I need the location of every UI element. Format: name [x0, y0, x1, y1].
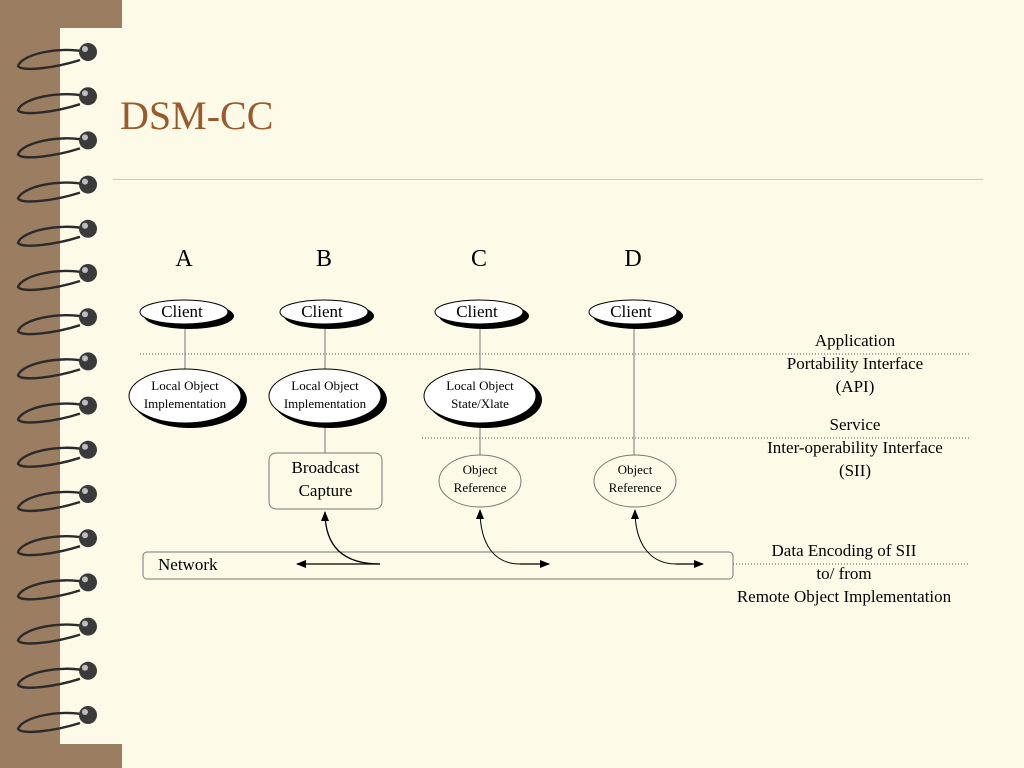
object-reference-c-node — [438, 454, 522, 508]
column-letter-c: C — [470, 246, 487, 272]
client-a-node — [139, 299, 234, 329]
title-divider — [113, 179, 983, 180]
binding-ring — [16, 352, 97, 380]
spiral-rings — [16, 43, 97, 734]
object-reference-d-node — [593, 454, 677, 508]
binding-ring — [16, 131, 97, 159]
client-a-label: Client — [161, 302, 203, 321]
binding-ring — [16, 485, 97, 513]
column-letter-d: D — [624, 246, 642, 272]
binding-ring — [16, 573, 97, 601]
binding-ring — [16, 396, 97, 424]
local-object-b-node — [268, 368, 387, 428]
binding-ring — [16, 264, 97, 292]
binding-ring — [16, 219, 97, 247]
reference-c-arrow-up — [476, 509, 521, 565]
client-c-node — [434, 299, 529, 329]
broadcast-capture-box — [268, 452, 383, 510]
local-object-a-node — [128, 368, 247, 428]
network-label: Network — [158, 555, 218, 574]
client-d-node — [588, 299, 683, 329]
client-d-label: Client — [610, 302, 652, 321]
binding-ring — [16, 661, 97, 689]
local-object-c-node — [423, 368, 542, 428]
binding-ring — [16, 706, 97, 734]
reference-d-arrow-up — [631, 509, 677, 565]
binding-ring — [16, 617, 97, 645]
binding-ring — [16, 43, 97, 71]
client-c-label: Client — [456, 302, 498, 321]
binding-ring — [16, 440, 97, 468]
binding-ring — [16, 87, 97, 115]
column-letter-b: B — [315, 246, 332, 272]
binding-ring — [16, 175, 97, 203]
network-box — [142, 551, 734, 580]
client-b-label: Client — [301, 302, 343, 321]
client-b-node — [279, 299, 374, 329]
binding-ring — [16, 529, 97, 557]
binding-ring — [16, 308, 97, 336]
slide-title: DSM-CC — [120, 93, 274, 138]
column-letter-a: A — [175, 246, 193, 272]
